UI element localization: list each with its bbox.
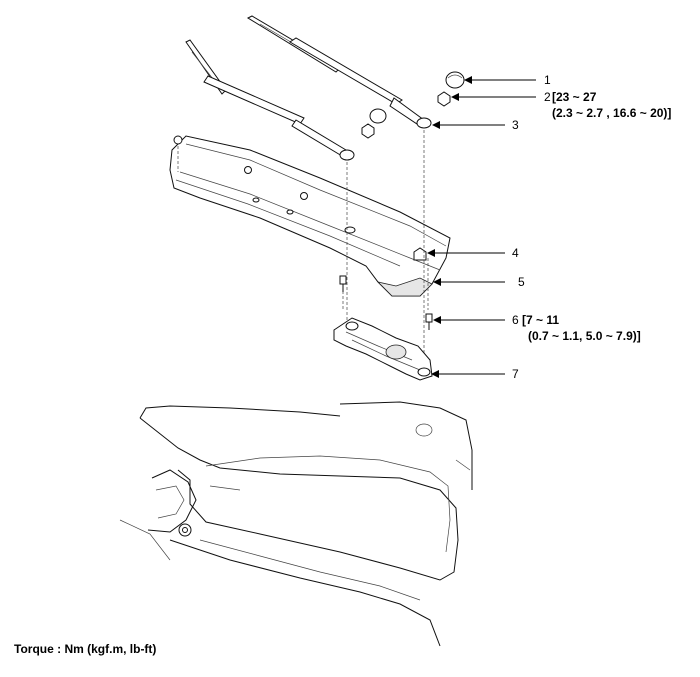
callout-2-torque-line1: [23 ~ 27 bbox=[552, 90, 597, 104]
driver-wiper-arm bbox=[289, 37, 432, 129]
pivot-nut-left bbox=[361, 123, 375, 139]
pivot-nut bbox=[437, 91, 451, 107]
callout-6-torque-line2: (0.7 ~ 1.1, 5.0 ~ 7.9)] bbox=[528, 329, 641, 343]
cowl-clip-left bbox=[173, 135, 308, 200]
callout-5-number: 5 bbox=[518, 275, 525, 289]
linkage-bolt-left bbox=[339, 275, 347, 292]
arm-pivot-left bbox=[339, 149, 355, 161]
cowl-clip-4 bbox=[413, 247, 427, 261]
callout-labels: 1 2 [23 ~ 27 (2.3 ~ 2.7 , 16.6 ~ 20)] 3 … bbox=[512, 73, 671, 381]
callout-6-torque-line1: [7 ~ 11 bbox=[522, 313, 559, 327]
callout-2-number: 2 bbox=[544, 90, 551, 104]
pivot-cap bbox=[445, 71, 465, 89]
linkage-bolt-6 bbox=[425, 313, 433, 330]
pivot-cap-left bbox=[369, 108, 387, 124]
callout-1-number: 1 bbox=[544, 73, 551, 87]
arm-pivot-3 bbox=[416, 117, 432, 129]
torque-units-note: Torque : Nm (kgf.m, lb-ft) bbox=[14, 642, 157, 656]
callout-4-number: 4 bbox=[512, 246, 519, 260]
passenger-wiper-arm bbox=[203, 75, 355, 161]
callout-3-number: 3 bbox=[512, 118, 519, 132]
vehicle-body-cowl bbox=[119, 401, 473, 647]
wiper-motor-linkage bbox=[333, 317, 433, 381]
leader-lines bbox=[427, 76, 536, 378]
callout-7-number: 7 bbox=[512, 367, 519, 381]
callout-2-torque-line2: (2.3 ~ 2.7 , 16.6 ~ 20)] bbox=[552, 106, 671, 120]
cowl-top-cover bbox=[169, 135, 451, 297]
callout-6-number: 6 bbox=[512, 313, 519, 327]
